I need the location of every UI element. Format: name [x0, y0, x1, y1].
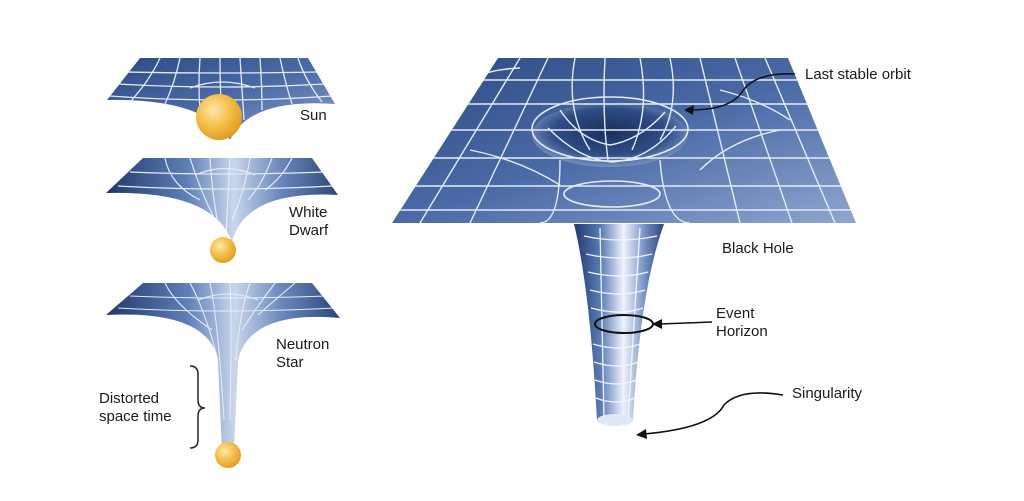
neutron-star-label: Neutron Star — [276, 336, 330, 371]
white-dwarf-sphere — [210, 237, 236, 263]
sun-sphere — [196, 94, 242, 140]
black-hole-spacetime-surface — [392, 58, 856, 223]
sun-label: Sun — [300, 107, 327, 124]
neutron-star-spacetime-surface — [106, 283, 340, 452]
photon-orbit-ellipse — [563, 180, 661, 208]
event-horizon-arrow — [659, 321, 713, 325]
singularity-label: Singularity — [792, 385, 863, 402]
black-hole-throat — [574, 224, 664, 426]
distorted-space-time-label: Distorted space time — [99, 390, 172, 425]
black-hole-label: Black Hole — [722, 240, 794, 257]
last-stable-orbit-label: Last stable orbit — [805, 66, 911, 83]
last-stable-orbit-arrow — [689, 73, 796, 111]
distorted-space-time-brace — [189, 365, 206, 449]
white-dwarf-spacetime-surface — [106, 158, 338, 242]
neutron-star-sphere — [215, 442, 241, 468]
event-horizon-label: Event Horizon — [716, 305, 768, 340]
white-dwarf-label: White Dwarf — [289, 204, 329, 239]
singularity-arrow — [643, 392, 784, 435]
